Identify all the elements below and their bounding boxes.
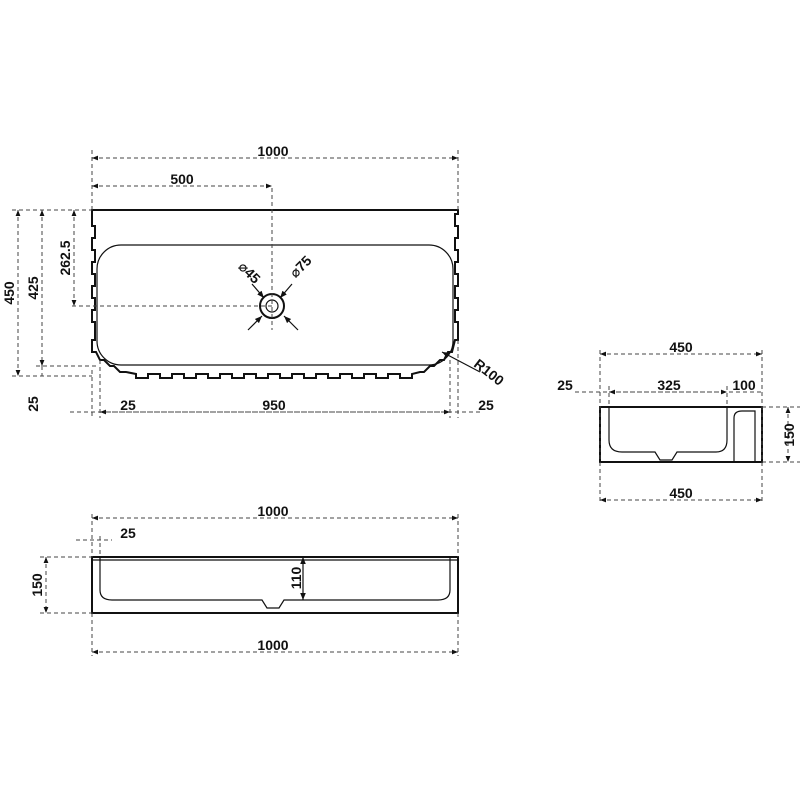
side-view: 450 25 325 100 150 450 xyxy=(557,339,800,504)
dim-front-top-width: 1000 xyxy=(257,503,288,519)
dim-side-height: 150 xyxy=(781,423,797,447)
dim-side-top-width: 450 xyxy=(669,339,693,355)
dim-inner-width: 950 xyxy=(262,397,286,413)
side-outline xyxy=(599,406,763,463)
dim-side-bowl: 325 xyxy=(657,377,681,393)
dim-side-shelf: 100 xyxy=(732,377,756,393)
top-view: 1000 500 450 425 262.5 25 25 950 25 ⌀45 … xyxy=(1,143,507,418)
dim-front-bottom-width: 1000 xyxy=(257,637,288,653)
front-bowl xyxy=(99,557,451,609)
dim-left-rim: 25 xyxy=(120,397,136,413)
inner-bowl xyxy=(96,244,454,366)
side-shelf-slot xyxy=(733,410,756,462)
dim-drain-offset: 500 xyxy=(170,171,194,187)
dim-front-height: 150 xyxy=(29,573,45,597)
dim-inner-depth: 425 xyxy=(25,276,41,300)
dim-side-bottom-width: 450 xyxy=(669,485,693,501)
dim-corner-radius: R100 xyxy=(471,355,507,388)
front-outline xyxy=(91,556,459,614)
dim-back-rim: 25 xyxy=(25,396,41,412)
front-view: 1000 25 150 110 1000 xyxy=(29,503,459,656)
dim-right-rim: 25 xyxy=(478,397,494,413)
side-bowl xyxy=(608,407,728,461)
dim-side-wall: 25 xyxy=(557,377,573,393)
dim-top-width: 1000 xyxy=(257,143,288,159)
dim-front-bowl-depth: 110 xyxy=(288,566,304,589)
dim-top-depth: 450 xyxy=(1,281,17,305)
dim-front-wall: 25 xyxy=(120,525,136,541)
dim-drain-depth: 262.5 xyxy=(57,240,73,275)
